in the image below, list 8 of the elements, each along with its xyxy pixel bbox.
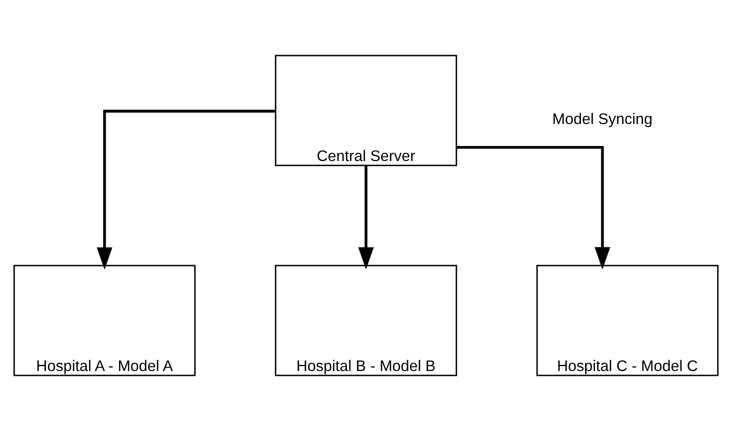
- arrow: [358, 165, 374, 270]
- node-box: Hospital B - Model B: [274, 264, 458, 376]
- node-box: Hospital A - Model A: [13, 264, 196, 376]
- node-box: Hospital C - Model C: [536, 264, 719, 376]
- label: Model Syncing: [552, 110, 653, 128]
- arrow: [96, 109, 276, 270]
- node-box: Central Server: [274, 54, 458, 166]
- arrow: [456, 145, 610, 269]
